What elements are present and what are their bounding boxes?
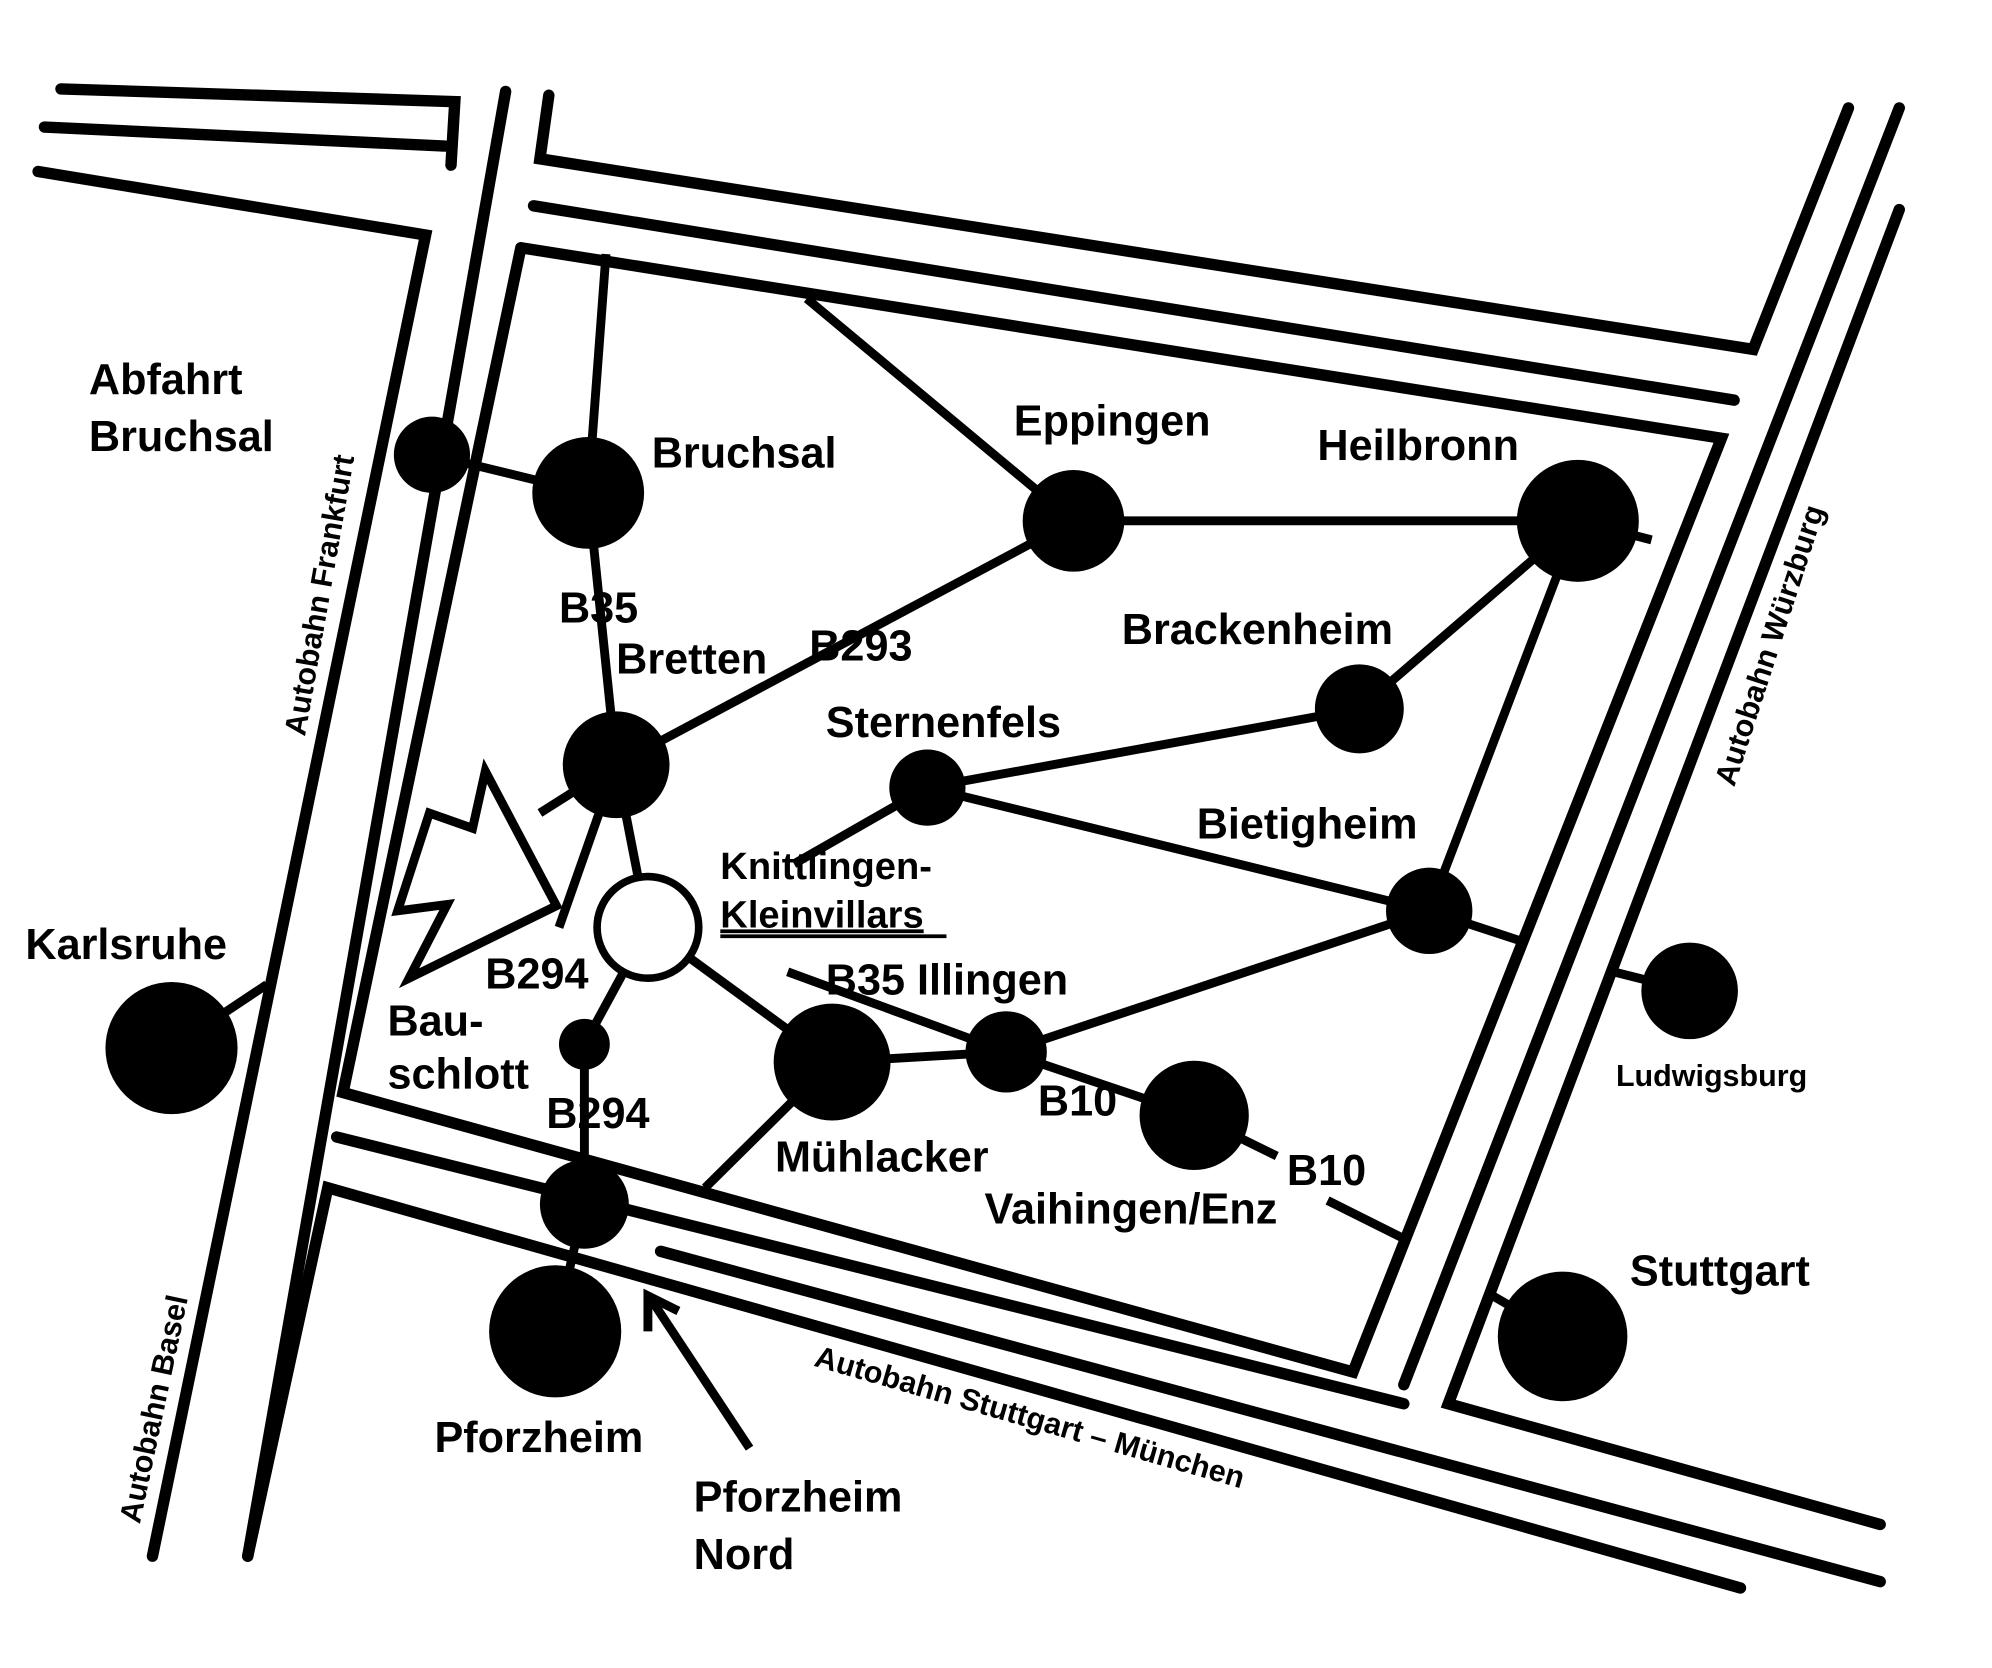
marker-kleinvillars-destination xyxy=(593,872,703,982)
marker-eppingen xyxy=(1022,470,1125,572)
label-pforzheim-nord-1: Pforzheim xyxy=(694,1474,903,1522)
label-b294-lower: B294 xyxy=(546,1090,649,1138)
marker-abfahrt-bruchsal xyxy=(393,416,471,493)
place-labels: Abfahrt Bruchsal Bruchsal Eppingen Heilb… xyxy=(25,356,1809,1579)
marker-vaihingen xyxy=(1139,1060,1249,1171)
exit-pointer-arrow-icon xyxy=(643,1288,754,1451)
label-bruchsal: Bruchsal xyxy=(652,429,837,477)
label-eppingen: Eppingen xyxy=(1014,398,1211,446)
highway-roads xyxy=(32,83,1905,1594)
label-b294-upper: B294 xyxy=(485,950,588,998)
label-stuttgart: Stuttgart xyxy=(1630,1248,1810,1296)
label-sternenfels: Sternenfels xyxy=(826,699,1061,747)
label-bietigheim: Bietigheim xyxy=(1197,800,1418,848)
marker-stuttgart xyxy=(1497,1271,1628,1402)
label-b35: B35 xyxy=(559,584,638,632)
marker-illingen xyxy=(965,1011,1047,1093)
marker-bretten xyxy=(562,711,670,819)
label-knittlingen: Knittlingen- xyxy=(720,846,932,888)
direction-arrow-icon xyxy=(391,758,563,989)
marker-heilbronn xyxy=(1516,459,1639,582)
label-kleinvillars: Kleinvillars xyxy=(720,894,923,936)
label-bauschlott-1: Bau- xyxy=(387,997,483,1045)
marker-karlsruhe xyxy=(105,981,238,1115)
label-b10-2: B10 xyxy=(1287,1147,1366,1195)
town-markers xyxy=(105,416,1738,1402)
label-heilbronn: Heilbronn xyxy=(1317,422,1519,470)
marker-ludwigsburg xyxy=(1641,942,1738,1040)
label-pforzheim-nord-2: Nord xyxy=(694,1531,795,1579)
marker-pforzheim-nord-exit xyxy=(539,1159,629,1249)
label-bretten: Bretten xyxy=(616,635,767,683)
label-autobahn-stuttgart-muenchen: Autobahn Stuttgart – München xyxy=(811,1340,1248,1495)
route-number-labels: B35 B293 B294 B294 B10 B10 xyxy=(485,584,1366,1195)
label-karlsruhe: Karlsruhe xyxy=(25,921,227,969)
marker-bietigheim xyxy=(1386,867,1473,955)
label-muehlacker: Mühlacker xyxy=(775,1133,989,1181)
label-brackenheim: Brackenheim xyxy=(1122,606,1393,654)
label-abfahrt: Abfahrt xyxy=(89,356,243,404)
marker-sternenfels xyxy=(889,749,966,826)
marker-muehlacker xyxy=(773,1003,891,1121)
marker-brackenheim xyxy=(1314,664,1404,754)
label-vaihingen: Vaihingen/Enz xyxy=(985,1185,1278,1233)
label-bauschlott-2: schlott xyxy=(387,1051,529,1099)
marker-pforzheim xyxy=(489,1265,622,1398)
label-ludwigsburg: Ludwigsburg xyxy=(1616,1059,1807,1093)
label-b10-1: B10 xyxy=(1038,1077,1117,1125)
marker-bruchsal xyxy=(532,437,645,549)
label-illingen: B35 Illingen xyxy=(826,957,1068,1005)
label-b293: B293 xyxy=(809,623,912,671)
label-abfahrt-bruchsal: Bruchsal xyxy=(89,413,274,461)
label-pforzheim: Pforzheim xyxy=(434,1414,643,1462)
marker-bauschlott xyxy=(558,1018,610,1070)
